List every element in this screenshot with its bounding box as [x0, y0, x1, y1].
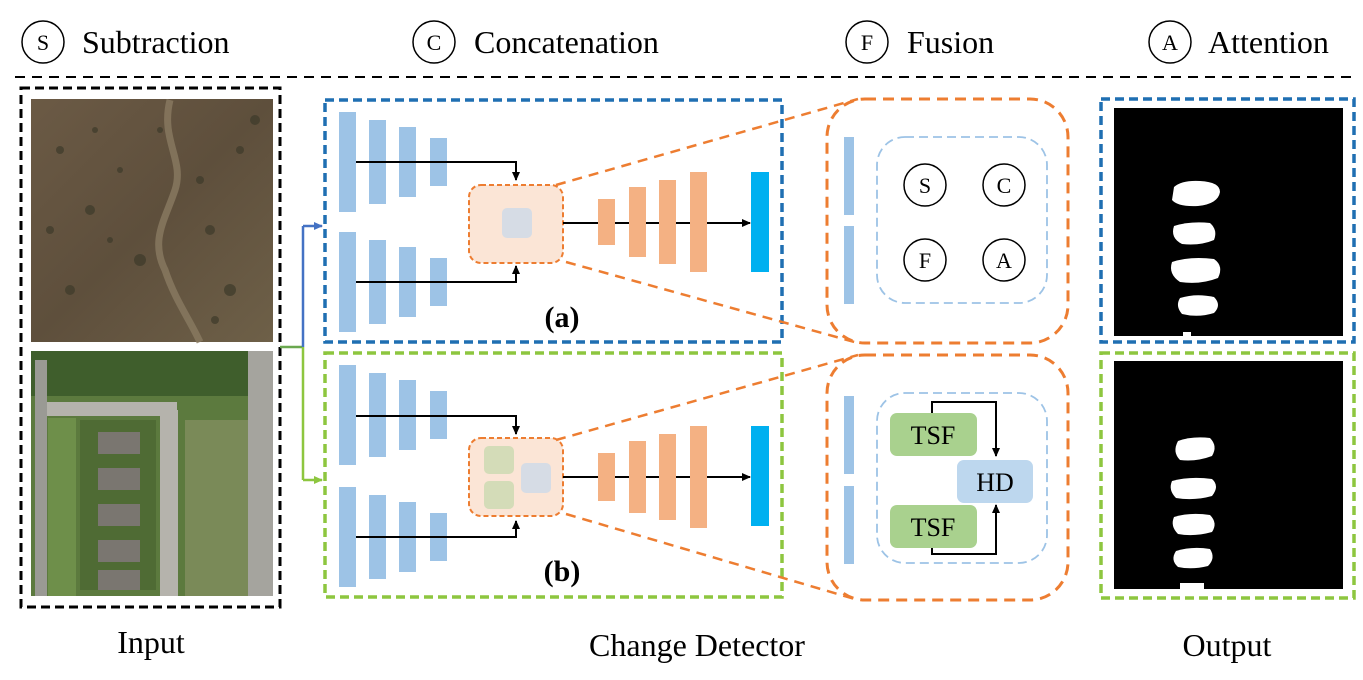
panel-b-decoder [563, 426, 769, 528]
legend-concatenation: C Concatenation [412, 20, 659, 64]
fusion-b-feature-bottom [844, 486, 854, 564]
output-mask-a [1114, 108, 1343, 336]
panel-b-fusion-block [468, 437, 564, 517]
legend-fusion: F Fusion [845, 20, 994, 64]
input-image-t1 [31, 99, 273, 344]
fusion-b-inner-box [876, 392, 1048, 564]
panel-b-encoder-top [339, 365, 520, 465]
panel-a-label: (a) [545, 301, 580, 334]
zoom-lines [555, 97, 859, 602]
fusion-a-ops: S C F A [903, 163, 1026, 282]
tsf-bottom-label: TSF [911, 513, 956, 542]
fusion-a-ops-box [876, 136, 1048, 304]
detector-caption: Change Detector [589, 627, 805, 663]
output-frame-a [1099, 97, 1356, 344]
input-to-detector-connectors [280, 222, 323, 484]
attention-label: Attention [1208, 24, 1329, 60]
op-subtraction: S [919, 173, 931, 198]
panel-b-label: (b) [544, 555, 581, 588]
fusion-detail-b [825, 353, 1070, 602]
panel-a-decoder [563, 172, 769, 272]
panel-a-encoder-bottom [339, 232, 520, 332]
op-attention: A [996, 248, 1012, 273]
subtraction-label: Subtraction [82, 24, 230, 60]
panel-a-encoder-top [339, 112, 520, 212]
tsf-top-label: TSF [911, 421, 956, 450]
attention-symbol: A [1162, 30, 1178, 55]
fusion-b-blocks: TSF TSF HD [890, 401, 1033, 555]
legend: S Subtraction C Concatenation F Fusion A… [21, 20, 1329, 64]
subtraction-symbol: S [37, 30, 49, 55]
hd-block [957, 460, 1033, 503]
output-frame-b [1099, 351, 1356, 600]
op-concatenation: C [997, 173, 1012, 198]
fusion-symbol: F [861, 30, 873, 55]
panel-b-encoder-bottom [339, 487, 520, 587]
hd-label: HD [976, 468, 1014, 497]
input-caption: Input [117, 624, 185, 660]
input-image-t2 [31, 351, 273, 596]
fusion-a-feature-bottom [844, 226, 854, 304]
panel-b-output-map [751, 426, 769, 526]
tsf-block-bottom [890, 505, 977, 548]
panel-a-fusion-block [468, 184, 564, 264]
concatenation-label: Concatenation [474, 24, 659, 60]
panel-b-frame [323, 351, 784, 599]
fusion-a-feature-top [844, 137, 854, 215]
legend-attention: A Attention [1148, 20, 1329, 64]
tsf-block-top [890, 413, 977, 456]
concatenation-symbol: C [427, 30, 442, 55]
panel-a-frame [323, 98, 784, 344]
op-fusion: F [919, 248, 931, 273]
fusion-label: Fusion [907, 24, 994, 60]
output-mask-b [1114, 361, 1343, 589]
fusion-b-feature-top [844, 396, 854, 474]
fusion-detail-a [825, 97, 1070, 345]
panel-a-output-map [751, 172, 769, 272]
output-caption: Output [1183, 627, 1272, 663]
legend-subtraction: S Subtraction [21, 20, 230, 64]
